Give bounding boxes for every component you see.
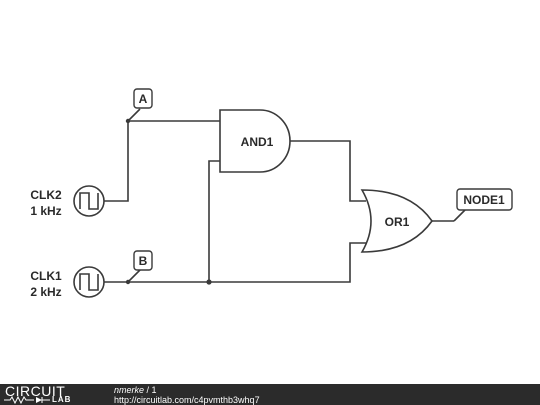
- clk1-name: CLK1: [30, 269, 62, 283]
- wire-clk1-to-or1[interactable]: [104, 242, 366, 283]
- clock-source-clk1[interactable]: CLK1 2 kHz: [30, 266, 105, 299]
- footer-bar: CIRCUIT LAB nmerke / 1 http://circuitlab…: [0, 384, 540, 405]
- node-b-text: B: [139, 254, 148, 268]
- or-gate-label: OR1: [385, 215, 410, 229]
- wire-and1-to-or1[interactable]: [290, 140, 366, 202]
- circuitlab-logo[interactable]: CIRCUIT LAB: [4, 384, 88, 405]
- square-wave-icon: [79, 192, 99, 210]
- resistor-icon: [4, 396, 50, 404]
- wires: [104, 120, 454, 283]
- node-label-node1[interactable]: NODE1: [453, 188, 513, 222]
- clk2-name: CLK2: [30, 188, 62, 202]
- author-line: nmerke / 1: [114, 385, 260, 395]
- revision-number: 1: [151, 385, 157, 395]
- circuit-meta: nmerke / 1 http://circuitlab.com/c4pvmth…: [114, 385, 260, 405]
- clk2-frequency: 1 kHz: [30, 204, 61, 218]
- junction-dot: [206, 279, 212, 285]
- circuit-url[interactable]: http://circuitlab.com/c4pvmthb3whq7: [114, 395, 260, 405]
- node-label-b[interactable]: B: [127, 250, 153, 283]
- logo-text-circuit: CIRCUIT: [5, 383, 66, 399]
- and-gate-label: AND1: [241, 135, 274, 149]
- or-gate[interactable]: OR1: [360, 189, 433, 253]
- and-gate[interactable]: AND1: [219, 109, 291, 173]
- author-name[interactable]: nmerke: [114, 385, 145, 395]
- square-wave-icon: [79, 273, 99, 291]
- schematic-svg: AND1 OR1 CLK2 1 kHz CLK1 2 kHz A B NODE1: [30, 88, 513, 299]
- wire-clk2-to-and1[interactable]: [104, 120, 220, 202]
- wire-clk1-to-and1[interactable]: [208, 160, 220, 282]
- clock-source-clk2[interactable]: CLK2 1 kHz: [30, 185, 105, 218]
- separator: /: [144, 385, 152, 395]
- node1-text: NODE1: [463, 193, 505, 207]
- node-a-text: A: [139, 92, 148, 106]
- clk1-frequency: 2 kHz: [30, 285, 61, 299]
- node-label-a[interactable]: A: [127, 88, 153, 122]
- logo-text-lab: LAB: [52, 395, 72, 404]
